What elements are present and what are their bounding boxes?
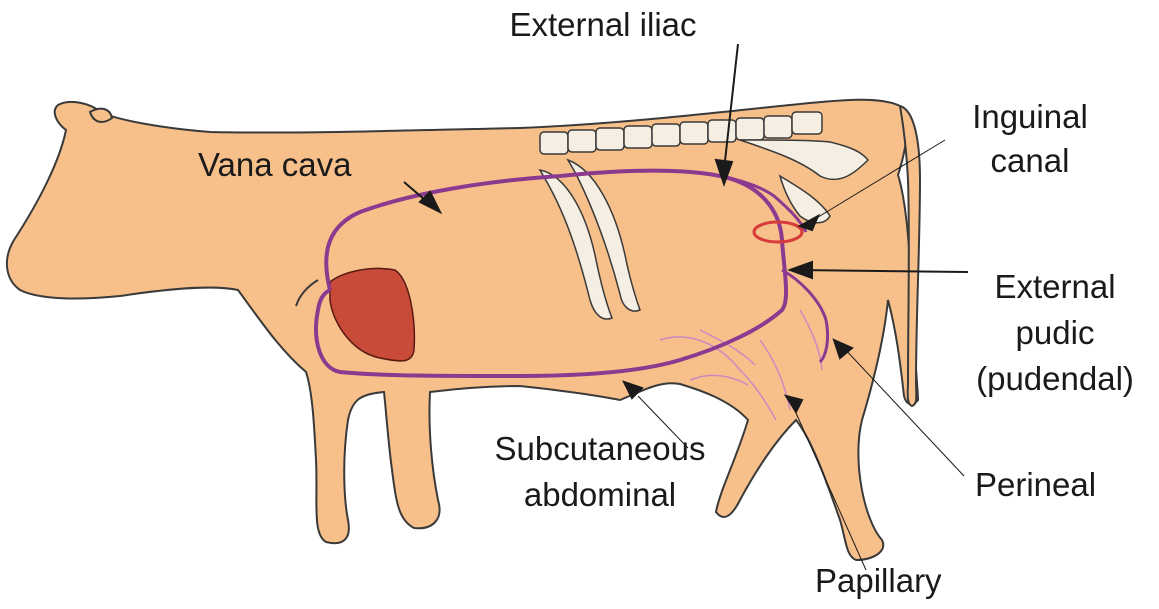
label-vena-cava: Vana cava: [198, 146, 352, 184]
label-perineal: Perineal: [975, 466, 1096, 504]
label-subcutaneous-abdominal-line1: Subcutaneous: [460, 430, 740, 468]
label-papillary: Papillary: [815, 562, 942, 600]
label-inguinal-canal-line2: canal: [935, 142, 1125, 180]
label-inguinal-canal-line1: Inguinal: [935, 98, 1125, 136]
label-external-pudic-line2: pudic: [960, 314, 1150, 352]
label-external-pudic-line1: External: [960, 268, 1150, 306]
label-external-iliac: External iliac: [468, 6, 738, 44]
label-subcutaneous-abdominal-line2: abdominal: [460, 476, 740, 514]
label-external-pudic-line3: (pudendal): [960, 360, 1150, 398]
